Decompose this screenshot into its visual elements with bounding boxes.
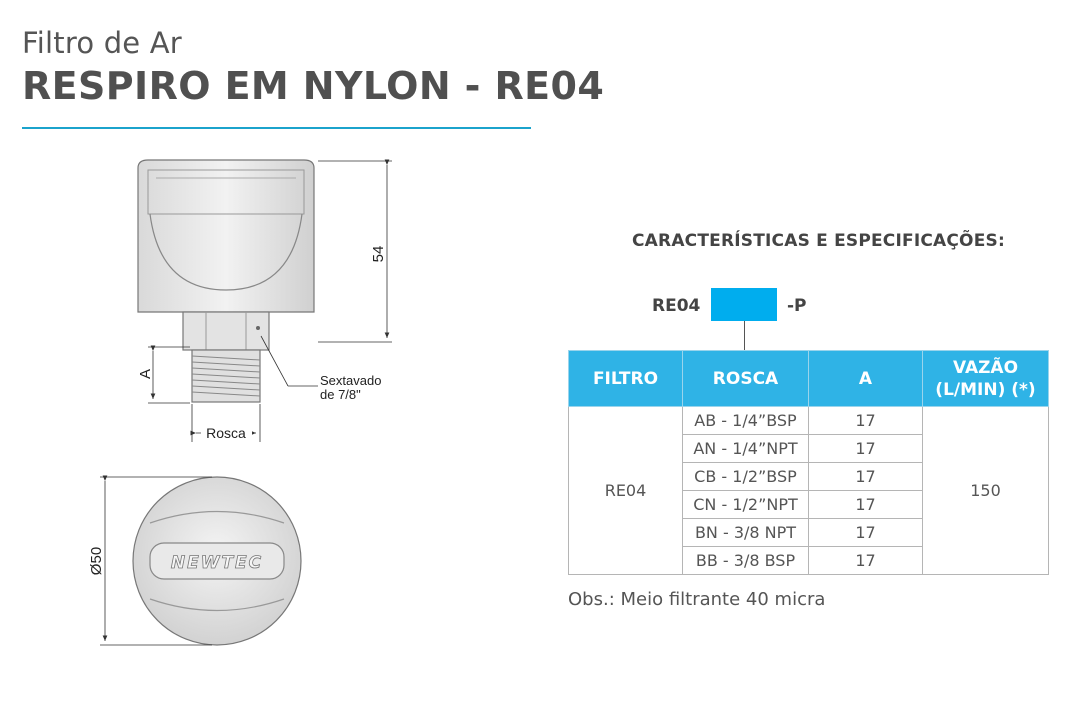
dim-diameter-label: Ø50 <box>88 547 105 575</box>
table-row: RE04 AB - 1/4”BSP 17 150 <box>568 406 1049 575</box>
cell-rosca: BN - 3/8 NPT <box>682 518 809 547</box>
cell-vazao: 150 <box>922 406 1049 575</box>
cell-a: 17 <box>808 518 923 547</box>
header-vazao-line1: VAZÃO <box>952 357 1019 378</box>
table-row: CB - 1/2”BSP 17 <box>569 462 1049 491</box>
page-subtitle: Filtro de Ar <box>22 26 182 60</box>
table-header-row: FILTRO ROSCA A VAZÃO (L/MIN) (*) <box>568 350 1049 407</box>
table-row: BN - 3/8 NPT 17 <box>569 518 1049 547</box>
title-divider <box>22 127 531 129</box>
cell-a: 17 <box>808 434 923 463</box>
table-row: BB - 3/8 BSP 17 <box>569 546 1049 575</box>
brand-logo: NEWTEC <box>171 553 263 573</box>
table-row: AN - 1/4”NPT 17 <box>569 434 1049 463</box>
cell-filtro: RE04 <box>568 406 683 575</box>
top-view: NEWTEC Ø50 <box>88 475 302 646</box>
header-filtro: FILTRO <box>568 350 683 407</box>
hex-nut <box>182 311 270 351</box>
cell-a: 17 <box>808 546 923 575</box>
code-suffix: -P <box>787 296 807 316</box>
spec-table: FILTRO ROSCA A VAZÃO (L/MIN) (*) RE04 AB… <box>568 350 1049 575</box>
cell-rosca: BB - 3/8 BSP <box>682 546 809 575</box>
cap-body <box>137 159 315 313</box>
code-prefix: RE04 <box>652 296 701 316</box>
code-option-box <box>711 288 777 321</box>
cell-a: 17 <box>808 406 923 435</box>
cell-rosca: CB - 1/2”BSP <box>682 462 809 491</box>
header-a: A <box>808 350 923 407</box>
cell-a: 17 <box>808 490 923 519</box>
cell-a: 17 <box>808 462 923 491</box>
page-title: RESPIRO EM NYLON - RE04 <box>22 64 605 108</box>
brand-plate <box>149 542 285 580</box>
cap-ridge <box>147 169 305 215</box>
cap-curve <box>149 213 303 291</box>
side-view: 54 A Sextavado de 7/8" Rosca <box>137 159 392 442</box>
cell-rosca: AB - 1/4”BSP <box>682 406 809 435</box>
sextavado-label-line2: de 7/8" <box>320 387 361 402</box>
header-rosca: ROSCA <box>682 350 809 407</box>
header-vazao-line2: (L/MIN) (*) <box>935 379 1036 400</box>
header-vazao: VAZÃO (L/MIN) (*) <box>922 350 1049 407</box>
dim-height-label: 54 <box>370 246 387 263</box>
cell-rosca: CN - 1/2”NPT <box>682 490 809 519</box>
table-row: CN - 1/2”NPT 17 <box>569 490 1049 519</box>
technical-drawing: 54 A Sextavado de 7/8" Rosca NEWTEC Ø50 <box>88 159 392 646</box>
observation-note: Obs.: Meio filtrante 40 micra <box>568 589 826 610</box>
spec-heading: CARACTERÍSTICAS E ESPECIFICAÇÕES: <box>632 231 1005 251</box>
dim-a-label: A <box>137 369 154 379</box>
sextavado-label-line1: Sextavado <box>320 373 381 388</box>
rosca-label: Rosca <box>206 425 246 441</box>
code-connector <box>744 321 745 351</box>
cell-rosca: AN - 1/4”NPT <box>682 434 809 463</box>
